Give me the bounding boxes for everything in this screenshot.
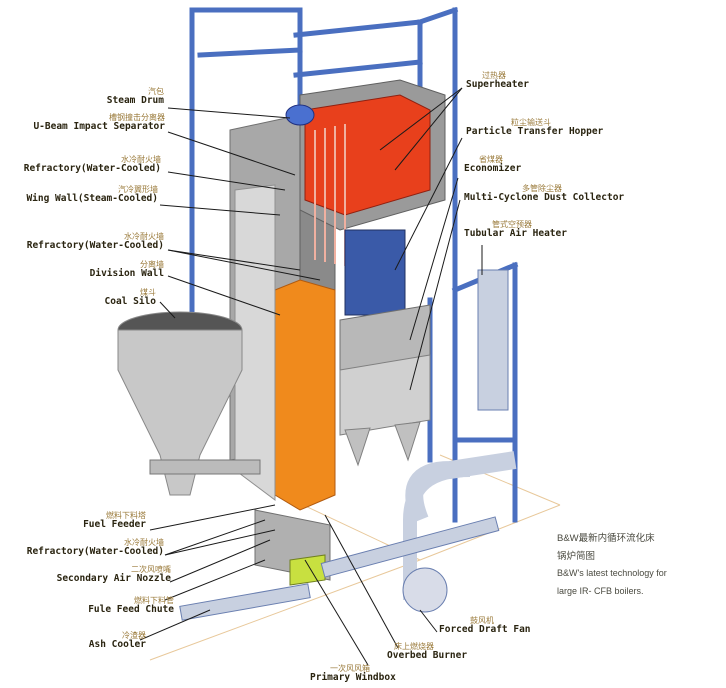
- fan-duct: [403, 463, 471, 600]
- caption-en-line2: large IR- CFB boilers.: [557, 586, 644, 596]
- label-en: Primary Windbox: [310, 672, 396, 683]
- label-cn: 燃料下料塔: [106, 511, 146, 520]
- label-cn: 过热器: [482, 71, 506, 80]
- label-en: Steam Drum: [106, 95, 164, 106]
- caption-en-line1: B&W's latest technology for: [557, 568, 667, 578]
- label-en: Forced Draft Fan: [439, 624, 531, 635]
- label-en: Superheater: [466, 79, 529, 90]
- superheater: [304, 94, 431, 216]
- fuel-feeder: [149, 459, 261, 475]
- label-cn: 汽冷翼形墙: [118, 185, 158, 194]
- label-en: Fule Feed Chute: [88, 604, 174, 615]
- tubular-air-heater: [477, 269, 509, 411]
- label-en: Wing Wall(Steam-Cooled): [26, 193, 158, 204]
- label-en: Refractory(Water-Cooled): [26, 240, 164, 251]
- label-cn: 管式空预器: [492, 220, 532, 229]
- label-cn: 燃料下料管: [134, 596, 174, 605]
- coal-silo: [117, 329, 243, 496]
- label-en: Coal Silo: [104, 296, 156, 307]
- label-cn: 床上燃烧器: [394, 642, 434, 651]
- label-en: Refractory(Water-Cooled): [26, 546, 164, 557]
- label-cn: 冷渣器: [122, 631, 146, 640]
- label-cn: 省煤器: [479, 155, 503, 164]
- label-cn: 汽包: [148, 87, 164, 96]
- forced-draft-fan: [402, 567, 448, 613]
- label-en: Economizer: [464, 163, 522, 174]
- leader-lines: [139, 87, 483, 666]
- label-cn: 煤斗: [140, 288, 156, 297]
- label-en: Tubular Air Heater: [464, 228, 567, 239]
- label-en: Ash Cooler: [88, 639, 146, 650]
- label-en: U-Beam Impact Separator: [33, 121, 165, 132]
- label-en: Refractory(Water-Cooled): [23, 163, 161, 174]
- steam-drum: [285, 104, 315, 126]
- multi-cyclone: [339, 354, 431, 436]
- label-cn: 分离墙: [140, 260, 164, 269]
- combustor: [274, 279, 336, 511]
- caption-cn-line2: 锅炉简图: [557, 551, 596, 562]
- caption-cn-line1: B&W最新内循环流化床: [557, 533, 655, 544]
- label-cn: 水冷耐火墙: [121, 155, 161, 164]
- bed: [289, 554, 326, 586]
- label-cn: 水冷耐火墙: [124, 232, 164, 241]
- ash-cooler: [179, 583, 311, 621]
- label-en: Multi-Cyclone Dust Collector: [464, 192, 625, 203]
- label-cn: 水冷耐火墙: [124, 538, 164, 547]
- label-en: Particle Transfer Hopper: [466, 126, 604, 137]
- label-cn: 一次风风箱: [330, 664, 370, 673]
- label-cn: 槽钢撞击分离器: [109, 113, 165, 122]
- label-cn: 粒尘输送斗: [511, 118, 551, 127]
- label-en: Division Wall: [89, 268, 164, 279]
- label-en: Overbed Burner: [387, 650, 468, 661]
- base-beam: [320, 516, 500, 578]
- label-cn: 二次风喷嘴: [131, 565, 171, 574]
- collector-hopper-2: [394, 421, 421, 462]
- label-en: Secondary Air Nozzle: [56, 573, 171, 584]
- label-cn: 多管除尘器: [522, 184, 562, 193]
- collector-hopper-1: [344, 427, 371, 467]
- particle-transfer-hopper: [344, 229, 406, 316]
- label-en: Fuel Feeder: [83, 519, 146, 530]
- label-cn: 鼓风机: [470, 616, 494, 625]
